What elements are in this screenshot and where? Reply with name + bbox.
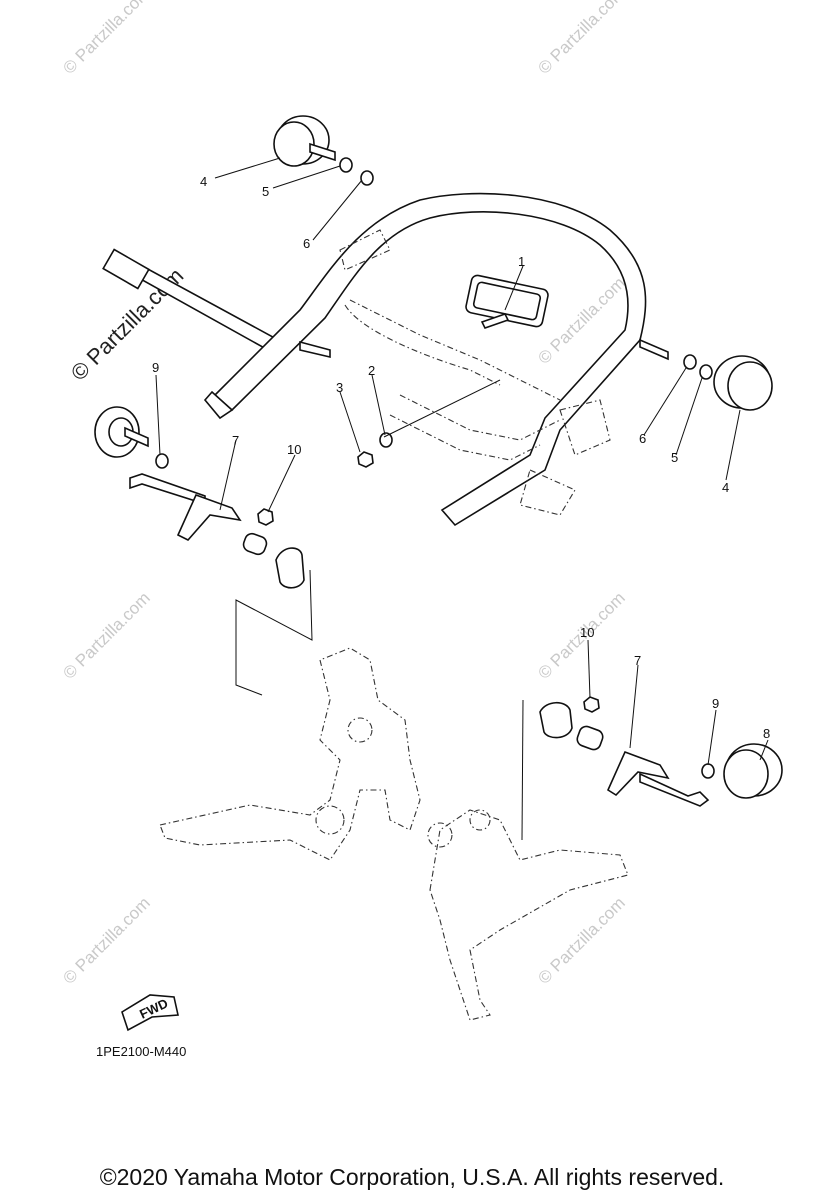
callout-labels: 1 2 3 4 4 5 5 6 6 7 7 8 9 9 10 10 (152, 174, 770, 741)
callout-4: 4 (722, 480, 729, 495)
callout-6: 6 (303, 236, 310, 251)
lower-bracket-right (427, 809, 629, 1021)
callout-5: 5 (262, 184, 269, 199)
rubber-pad (465, 274, 549, 329)
callout-9: 9 (712, 696, 719, 711)
callout-7: 7 (232, 433, 239, 448)
fwd-arrow: FWD (121, 994, 179, 1032)
bracket-left (129, 473, 305, 589)
callout-6: 6 (639, 431, 646, 446)
lower-bracket-left (159, 647, 421, 861)
cap-upper-left (273, 115, 336, 167)
cap-right (713, 355, 773, 411)
watermark: © Partzilla.com (59, 893, 153, 987)
cap-lower-right (723, 743, 783, 799)
bracket-right (539, 701, 710, 807)
connection-lines (235, 569, 524, 841)
callout-10: 10 (580, 625, 594, 640)
watermark: © Partzilla.com (59, 588, 153, 682)
copyright-notice: ©2020 Yamaha Motor Corporation, U.S.A. A… (99, 1164, 725, 1190)
leader-lines (155, 157, 769, 766)
callout-7: 7 (634, 653, 641, 668)
handle-frame (102, 192, 669, 527)
callout-1: 1 (518, 254, 525, 269)
callout-9: 9 (152, 360, 159, 375)
diagram-code: 1PE2100-M440 (96, 1044, 186, 1059)
watermark: © Partzilla.com (59, 0, 153, 78)
callout-2: 2 (368, 363, 375, 378)
callout-8: 8 (763, 726, 770, 741)
cap-left-lower (94, 406, 149, 458)
watermark: © Partzilla.com (534, 893, 628, 987)
callout-5: 5 (671, 450, 678, 465)
callout-3: 3 (336, 380, 343, 395)
watermark: © Partzilla.com (534, 0, 628, 78)
callout-10: 10 (287, 442, 301, 457)
washers (155, 157, 715, 779)
callout-4: 4 (200, 174, 207, 189)
